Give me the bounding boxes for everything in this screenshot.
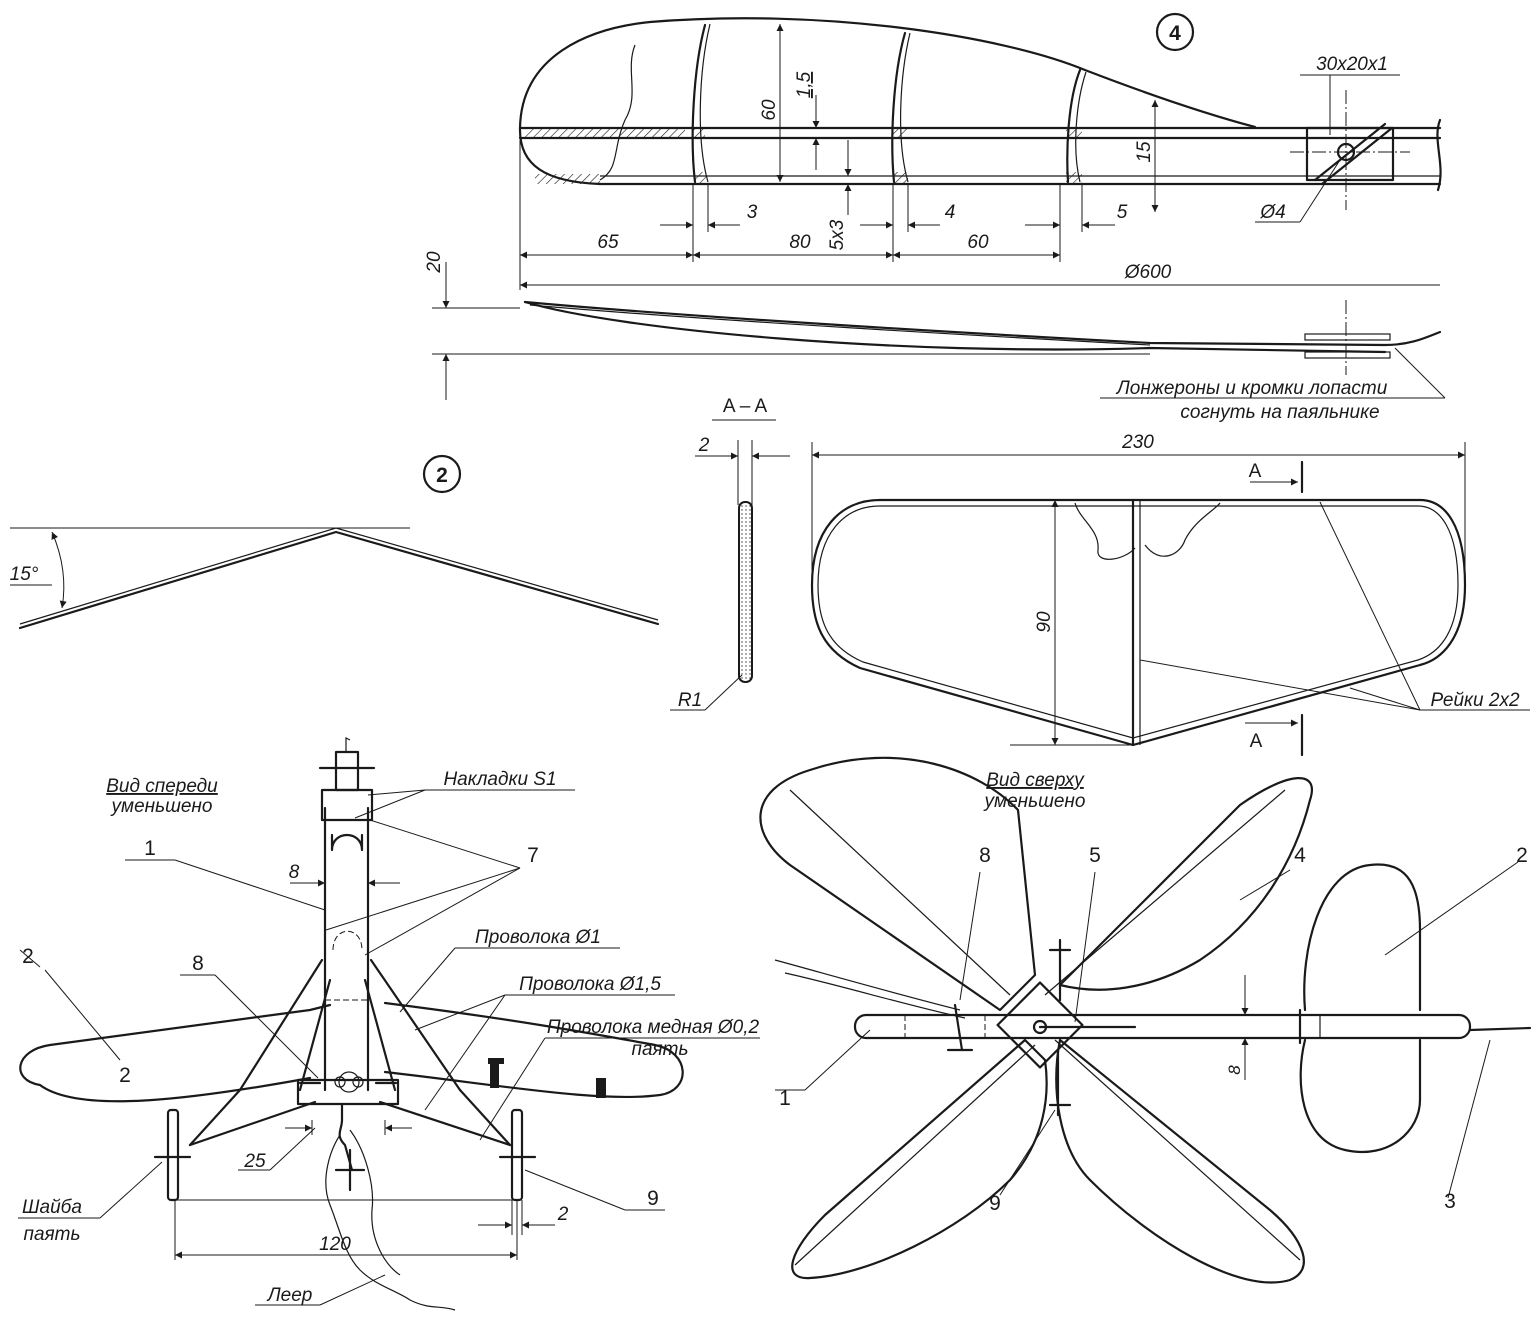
blade-rib-1 [691,23,711,184]
rotor-blade-lower-left [791,1038,1048,1280]
top-view-title-1: Вид сверху [986,770,1085,791]
hub-hole-label: Ø4 [1259,202,1285,223]
rotor-diameter-label: Ø600 [1124,262,1172,283]
rib-width-1: 3 [747,202,758,223]
part-2-front-callout: 2 [22,945,34,968]
wire-1-label: Проволока Ø1 [475,927,601,948]
part-8-front-callout: 8 [192,952,204,975]
part-3-top-callout: 3 [1444,1190,1456,1213]
washer-label-2: паять [24,1224,81,1245]
blade-plan-view [518,17,1442,210]
washer-label-1: Шайба [22,1197,82,1218]
rotor-blade-lower-right [1054,1038,1305,1284]
root-depth-label: 15 [1134,141,1155,163]
pads-label: Накладки S1 [443,769,556,790]
boom-width-label: 8 [1225,1065,1244,1075]
rib-spacing-3: 60 [967,232,989,253]
top-view: Вид сверху уменьшено [759,756,1532,1284]
rib-width-2: 4 [945,202,956,223]
front-view-title-2: уменьшено [110,796,213,817]
mast-width-label: 8 [289,862,300,883]
stabilizer-chord-label: 90 [1034,611,1055,633]
blade-note-line1: Лонжероны и кромки лопасти [1115,378,1388,399]
rib-spacing-1: 65 [597,232,619,253]
blade-note-line2: согнуть на паяльнике [1180,402,1379,423]
copper-wire-label-1: Проволока медная Ø0,2 [547,1017,760,1038]
hub-width-label: 25 [243,1151,266,1172]
part-1-top-callout: 1 [779,1087,791,1110]
dihedral-angle-label: 15° [10,564,39,585]
stabilizer-span-label: 230 [1121,432,1154,453]
blade-side-view: 20 Лонжероны и кромки лопасти согнуть на… [424,251,1446,423]
wire-15-label: Проволока Ø1,5 [519,974,661,995]
copper-wire-label-2: паять [632,1039,689,1060]
blade-rib-2 [891,31,911,184]
part-4-circle [1155,12,1195,52]
stabilizer-dihedral-view: 2 15° [10,454,660,630]
part-2-top-callout: 2 [1516,844,1528,867]
blade-dimensions: 4 30x20x1 Ø4 60 1,5 15 5x3 3 4 5 65 [519,12,1440,290]
part-9-front-callout: 9 [647,1187,659,1210]
stabilizer-plan-view: 230 90 A A Рейки 2х2 [810,432,1530,757]
twist-height-label: 20 [424,251,445,274]
top-view-title-2: уменьшено [983,791,1086,812]
rib-width-3: 5 [1117,202,1128,223]
cut-mark-top: A [1249,461,1262,482]
part-9-top-callout: 9 [989,1192,1001,1215]
part-1-front-callout: 1 [144,837,156,860]
rib-section-label: 5x3 [827,219,848,250]
rib-spacing-2: 80 [789,232,811,253]
spar-gap-label: 1,5 [794,71,815,98]
track-dim-label: 120 [319,1234,351,1255]
stabilizer-section-aa: A – A 2 R1 [670,396,790,711]
part-8-top-callout: 8 [979,844,991,867]
blade-rib-3 [1066,68,1087,184]
part-4-top-callout: 4 [1294,844,1306,867]
rotor-blade-upper-right [1044,777,1313,996]
part-5-top-callout: 5 [1089,844,1101,867]
edge-radius-label: R1 [678,690,702,711]
wheel-thickness-label: 2 [557,1204,569,1225]
part-4-label: 4 [1169,22,1181,45]
cut-mark-bottom: A [1250,731,1263,752]
front-view: Вид спереди уменьшено 2 [18,737,760,1311]
spars-label: Рейки 2х2 [1430,690,1519,711]
part-2-circle [422,454,462,494]
rotor-blade-upper-left [759,756,1037,1012]
chord-dim-label: 60 [759,99,780,121]
section-aa-title: A – A [723,396,768,417]
part-2-callout: 2 [119,1064,131,1087]
part-7-callout: 7 [527,844,539,867]
tether-label: Леер [266,1285,313,1306]
sheet-size-label: 30x20x1 [1316,54,1388,75]
section-thickness-label: 2 [698,435,710,456]
part-2-label: 2 [436,464,448,487]
front-view-title-1: Вид спереди [106,776,218,797]
